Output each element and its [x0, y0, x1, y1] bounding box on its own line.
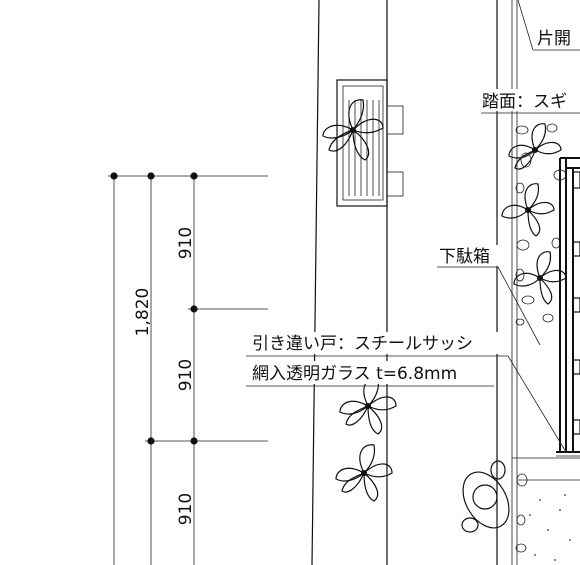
dimension-segment-2: 910 — [176, 359, 196, 391]
leader-lines — [246, 0, 580, 453]
sliding-door-sash — [512, 157, 580, 459]
gravel-area — [515, 123, 567, 553]
person-figure — [461, 460, 510, 533]
dimension-segment-3: 910 — [176, 493, 196, 525]
plant-1 — [322, 99, 384, 161]
dimension-total: 1,820 — [133, 288, 153, 337]
plant-3 — [335, 444, 393, 502]
dimension-lines — [108, 172, 268, 565]
entrance-floor — [517, 479, 580, 561]
label-sliding-door: 引き違い戸：スチールサッシ — [252, 334, 473, 354]
dimension-segment-1: 910 — [176, 227, 196, 259]
plant-6 — [513, 251, 567, 305]
path-lines — [311, 0, 518, 565]
label-glass-spec: 網入透明ガラス t=6.8mm — [252, 364, 457, 384]
outdoor-unit — [336, 79, 404, 207]
plant-5 — [501, 183, 555, 237]
label-getabako: 下駄箱 — [439, 247, 490, 267]
label-tsuramen: 踏面：スギ — [482, 92, 567, 112]
label-katabiraki: 片開 — [537, 29, 571, 49]
